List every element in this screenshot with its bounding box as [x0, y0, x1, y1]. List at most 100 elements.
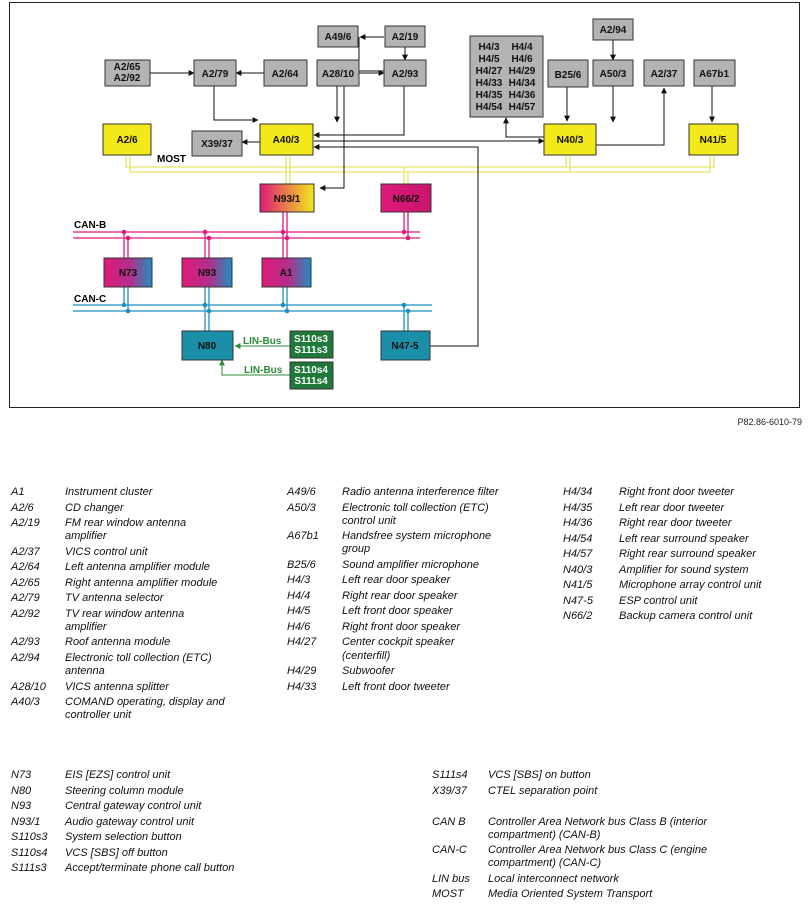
gray-components	[104, 18, 736, 157]
box-s110s3-s111s3	[289, 330, 334, 359]
node-s111s4: S111s4	[294, 376, 328, 387]
legend-code: A49/6	[287, 486, 316, 498]
can-c-bus-lines	[73, 287, 432, 331]
legend-description: amplifier	[65, 620, 107, 633]
legend-description: Amplifier for sound system	[619, 563, 749, 576]
legend-description: Sound amplifier microphone	[342, 558, 479, 571]
legend-description: Left rear door speaker	[342, 574, 451, 587]
legend-code: A2/19	[11, 517, 40, 529]
legend-description: Left front door tweeter	[342, 680, 450, 693]
legend-description: Roof antenna module	[65, 636, 171, 649]
legend-code: A2/94	[11, 651, 40, 664]
legend-code: B25/6	[287, 558, 316, 571]
legend-description: Subwoofer	[342, 665, 395, 678]
legend-description: Left rear door tweeter	[619, 501, 725, 514]
legend-description: Handsfree system microphone	[342, 530, 492, 543]
legend-code: H4/27	[287, 636, 317, 649]
node-n73: N73	[119, 268, 138, 279]
node-a67b1: A67b1	[699, 69, 729, 80]
legend-description: Media Oriented System Transport	[488, 888, 653, 901]
legend-code: S110s3	[11, 831, 48, 843]
can-b-label: CAN-B	[74, 220, 106, 231]
speaker-h4-5: H4/5	[478, 54, 500, 65]
signal-lines	[150, 34, 715, 347]
legend-code: N93	[11, 800, 32, 812]
legend-code: A2/93	[11, 636, 40, 649]
node-a50-3: A50/3	[600, 69, 627, 80]
node-n47-5: N47-5	[391, 341, 419, 352]
legend-code: MOST	[432, 888, 464, 901]
legend-description: CD changer	[65, 501, 124, 514]
lin-bus-lines	[219, 343, 290, 376]
legend-code: H4/5	[287, 605, 311, 618]
speaker-h4-36: H4/36	[509, 90, 536, 101]
legend-code: N66/2	[563, 610, 593, 622]
node-x39-37: X39/37	[201, 139, 233, 150]
lin-bus-label-1: LIN-Bus	[243, 336, 282, 347]
can-c-label: CAN-C	[74, 294, 106, 305]
lin-bus-label-2: LIN-Bus	[244, 365, 283, 376]
legend-code: H4/57	[563, 548, 593, 560]
legend-description: Steering column module	[65, 784, 184, 797]
legend-code: A2/79	[11, 592, 40, 605]
legend-description: Left front door speaker	[342, 605, 453, 618]
speaker-h4-34: H4/34	[509, 78, 536, 89]
legend-description: COMAND operating, display and	[65, 696, 225, 709]
legend-code: CAN-C	[432, 844, 467, 857]
box-n80	[181, 330, 234, 361]
box-n47-5	[380, 330, 431, 361]
legend-description: VCS [SBS] off button	[65, 846, 168, 859]
legend-code: A67b1	[287, 530, 319, 543]
legend-code: H4/29	[287, 665, 317, 678]
legend-description: VICS antenna splitter	[65, 680, 169, 693]
speaker-h4-35: H4/35	[476, 90, 503, 101]
legend-code: X39/37	[432, 784, 467, 797]
legend-description: Audio gateway control unit	[65, 815, 195, 828]
legend-description: TV antenna selector	[65, 592, 164, 605]
node-a2-94: A2/94	[600, 25, 627, 36]
legend-code: N80	[11, 784, 32, 797]
legend-description: (centerfill)	[342, 649, 391, 662]
node-n40-3: N40/3	[557, 135, 584, 146]
legend-description: Radio antenna interference filter	[342, 486, 499, 498]
legend-code: N73	[11, 769, 32, 781]
legend-code: CAN B	[432, 815, 466, 828]
yellow-components	[102, 123, 739, 156]
legend-code: A1	[11, 486, 25, 498]
speaker-h4-3: H4/3	[478, 42, 500, 53]
legend-description: Local interconnect network	[488, 872, 619, 885]
node-a1: A1	[280, 268, 293, 279]
legend-code: H4/54	[563, 532, 593, 545]
legend-description: Left rear surround speaker	[619, 532, 749, 545]
legend-code: H4/6	[287, 620, 311, 633]
speaker-h4-4: H4/4	[511, 42, 533, 53]
legend-description: VICS control unit	[65, 545, 148, 558]
node-n66-2: N66/2	[393, 194, 420, 205]
legend-description: TV rear window antenna	[65, 607, 185, 620]
legend-description: Right rear surround speaker	[619, 548, 756, 560]
legend-code: S111s3	[11, 862, 47, 874]
speaker-group: H4/3 H4/4 H4/5 H4/6 H4/27 H4/29 H4/33 H4…	[476, 42, 536, 113]
legend-description: System selection button	[65, 831, 182, 843]
legend-description: EIS [EZS] control unit	[65, 769, 171, 781]
node-a2-6: A2/6	[116, 135, 138, 146]
box-n73	[103, 257, 153, 288]
node-s110s3: S110s3	[294, 334, 328, 345]
legend-description: Electronic toll collection (ETC)	[65, 651, 212, 664]
legend-description: Left antenna amplifier module	[65, 561, 210, 574]
speaker-h4-6: H4/6	[511, 54, 533, 65]
node-a49-6: A49/6	[325, 32, 352, 43]
box-s110s4-s111s4	[289, 361, 334, 390]
legend-description: Right rear door speaker	[342, 589, 458, 602]
figure-reference: P82.86-6010-79	[737, 417, 802, 427]
node-a2-64: A2/64	[272, 69, 299, 80]
node-a2-93: A2/93	[392, 69, 419, 80]
legend-code: LIN bus	[432, 872, 470, 885]
node-a2-65: A2/65	[114, 62, 141, 73]
legend-description: VCS [SBS] on button	[488, 769, 591, 781]
speaker-h4-29: H4/29	[509, 66, 536, 77]
speaker-h4-54: H4/54	[476, 102, 503, 113]
node-n93: N93	[198, 268, 217, 279]
node-a40-3: A40/3	[273, 135, 300, 146]
legend-code: H4/34	[563, 486, 593, 498]
